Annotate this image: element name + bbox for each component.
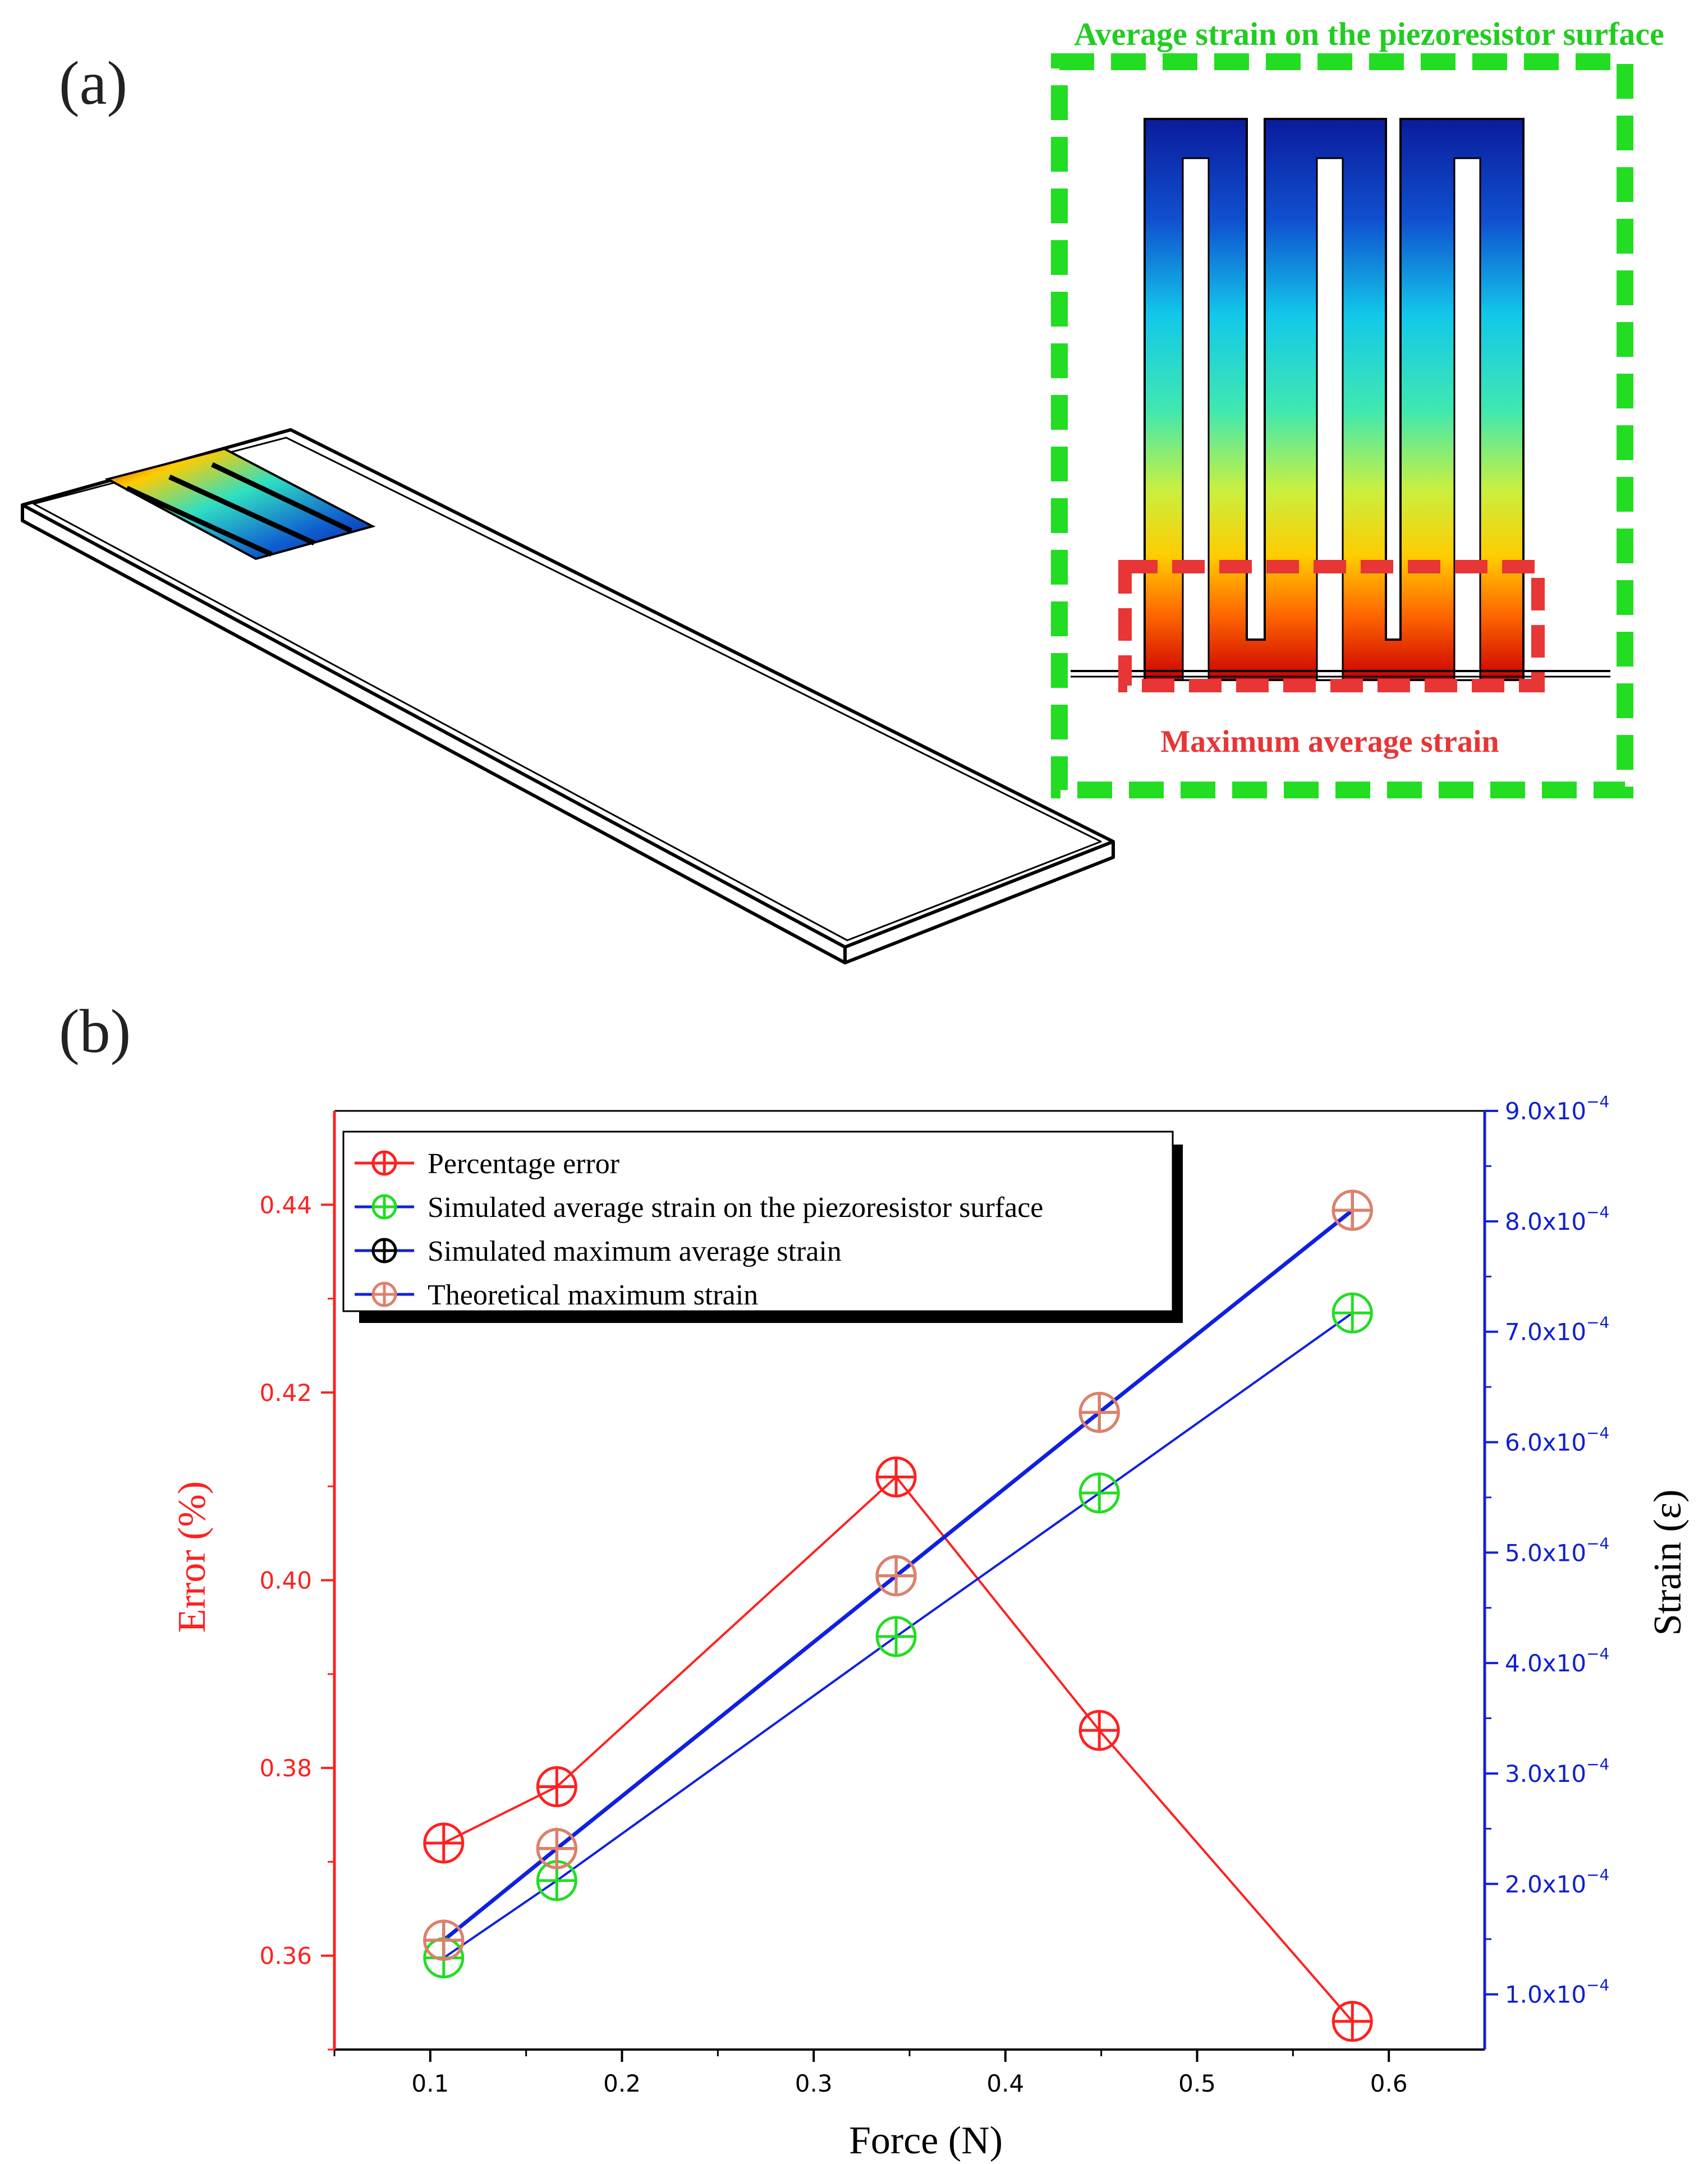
x-tick-label: 0.4 [986,2070,1024,2097]
legend-label-percentage-error: Percentage error [428,1148,619,1180]
right-tick-label: 5.0x10−4 [1505,1534,1609,1566]
data-point-theoretical-maximum-strain [875,1555,917,1597]
left-tick-label: 0.36 [259,1942,312,1970]
zoomed-piezoresistor [1071,118,1610,681]
series-line-percentage-error [443,1475,1353,2023]
outer-strain-box [1051,53,1633,798]
data-point-simulated-average-strain [1331,1292,1373,1334]
outer-box-label: Average strain on the piezoresistor surf… [1074,16,1664,52]
left-tick-label: 0.42 [259,1379,312,1407]
right-axis-ticks: 1.0x10−4 2.0x10−4 3.0x10−4 4.0x10−4 5.0x10−4… [1485,1092,1609,2009]
x-tick-label: 0.5 [1178,2070,1216,2097]
inner-box-label: Maximum average strain [1160,724,1499,759]
x-tick-label: 0.3 [795,2070,833,2097]
right-tick-label: 3.0x10−4 [1505,1755,1609,1788]
legend-label-simulated-average-strain: Simulated average strain on the piezores… [428,1192,1043,1224]
data-point-theoretical-maximum-strain [423,1919,465,1961]
data-point-simulated-average-strain [1078,1472,1120,1514]
left-axis-label: Error (%) [171,1481,214,1633]
right-tick-label: 9.0x10−4 [1505,1092,1609,1125]
right-tick-label: 8.0x10−4 [1505,1203,1609,1235]
left-axis-ticks: 0.36 0.38 0.40 0.42 0.44 [259,1191,334,2051]
right-tick-label: 2.0x10−4 [1505,1866,1609,1898]
data-point-percentage-error [1331,2001,1373,2042]
x-tick-label: 0.6 [1370,2070,1408,2097]
legend-box [342,1131,1174,1312]
legend-label-theoretical-maximum-strain: Theoretical maximum strain [428,1279,758,1311]
panel-b-label: (b) [59,997,131,1065]
right-axis-label: Strain (ε) [1646,1490,1689,1636]
x-axis-ticks: 0.1 0.2 0.3 0.4 0.5 0.6 [333,2050,1408,2097]
legend-marker [371,1238,397,1264]
x-tick-label: 0.1 [411,2070,449,2097]
inner-strain-box [1118,560,1545,692]
right-tick-label: 4.0x10−4 [1505,1644,1609,1677]
data-point-theoretical-maximum-strain [1331,1189,1373,1231]
legend-label-simulated-maximum-strain: Simulated maximum average strain [428,1235,842,1267]
right-tick-label: 6.0x10−4 [1505,1423,1609,1456]
legend-marker [371,1194,397,1220]
x-tick-label: 0.2 [603,2070,641,2097]
data-point-theoretical-maximum-strain [536,1828,577,1869]
panel-a-label: (a) [59,49,127,117]
data-point-percentage-error [1078,1710,1120,1751]
data-point-percentage-error [875,1456,917,1497]
right-tick-label: 1.0x10−4 [1505,1976,1609,2009]
left-tick-label: 0.44 [259,1191,312,1219]
legend-marker [371,1281,397,1307]
x-axis-label: Force (N) [849,2119,1003,2162]
right-tick-label: 7.0x10−4 [1505,1313,1609,1346]
data-point-percentage-error [536,1766,577,1808]
data-point-percentage-error [423,1822,465,1864]
left-tick-label: 0.40 [259,1567,312,1595]
series-layer [423,1189,1373,2042]
legend-marker [371,1150,397,1176]
left-tick-label: 0.38 [259,1754,312,1782]
beam-piezoresistor [104,447,376,560]
data-point-theoretical-maximum-strain [1078,1391,1120,1433]
data-point-simulated-average-strain [875,1616,917,1657]
